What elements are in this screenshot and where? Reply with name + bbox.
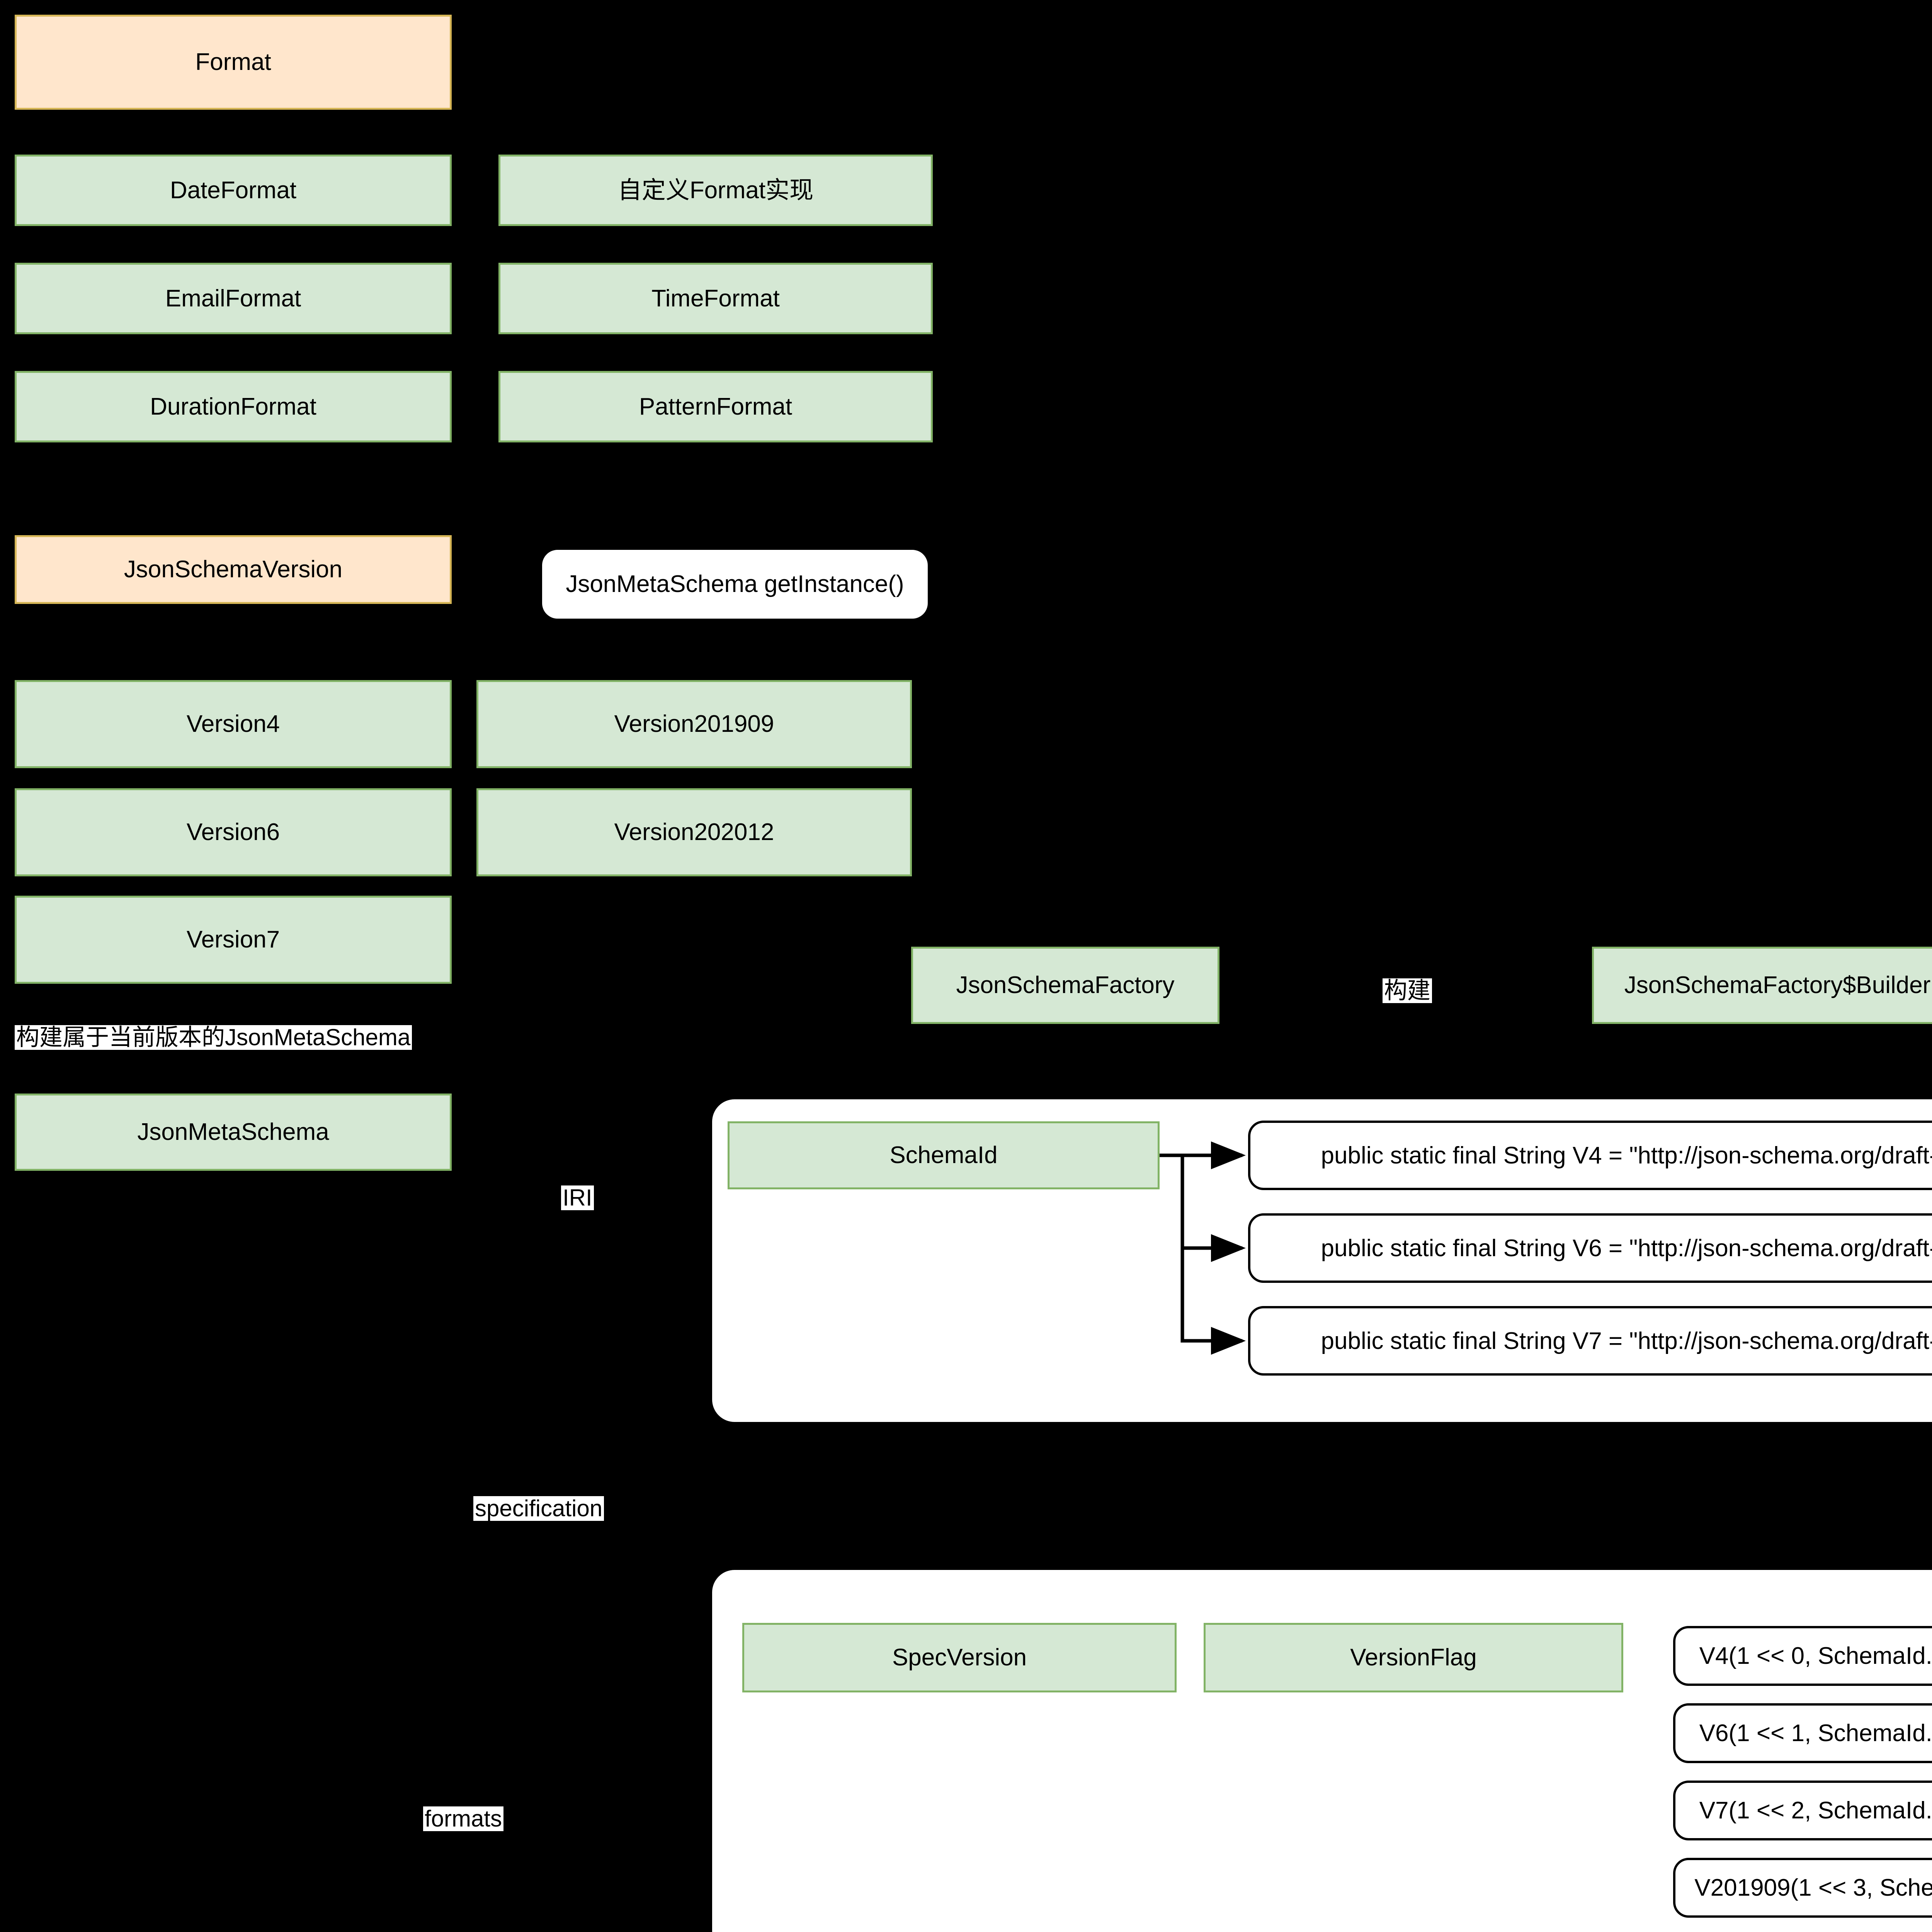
node-spec-version-label: SpecVersion <box>892 1644 1027 1671</box>
node-json-schema-factory-builder-label: JsonSchemaFactory$Builder <box>1624 972 1931 999</box>
enum-constant-v6-label: V6(1 << 1, SchemaId.V6) <box>1699 1720 1932 1747</box>
node-email-format[interactable]: EmailFormat <box>15 263 452 334</box>
enum-constant-v4[interactable]: V4(1 << 0, SchemaId.V4) <box>1673 1626 1932 1686</box>
label-build-metaschema: 构建属于当前版本的JsonMetaSchema <box>15 1025 412 1050</box>
node-json-schema-factory-label: JsonSchemaFactory <box>956 972 1175 999</box>
node-version-flag-label: VersionFlag <box>1350 1644 1477 1671</box>
node-pattern-format-label: PatternFormat <box>639 393 793 420</box>
enum-constant-v201909-label: V201909(1 << 3, SchemaId.V201909) <box>1694 1874 1932 1901</box>
enum-constant-v7[interactable]: V7(1 << 2, SchemaId.V7) <box>1673 1781 1932 1840</box>
node-json-schema-version[interactable]: JsonSchemaVersion <box>15 535 452 604</box>
constant-v7-label: public static final String V7 = "http://… <box>1321 1327 1932 1354</box>
constant-v4-label: public static final String V4 = "http://… <box>1321 1142 1932 1169</box>
node-spec-version[interactable]: SpecVersion <box>742 1623 1177 1692</box>
node-time-format[interactable]: TimeFormat <box>498 263 933 334</box>
enum-constant-v7-label: V7(1 << 2, SchemaId.V7) <box>1699 1797 1932 1824</box>
node-version7-label: Version7 <box>186 926 280 953</box>
node-version202012[interactable]: Version202012 <box>476 788 912 876</box>
node-json-schema-factory[interactable]: JsonSchemaFactory <box>911 947 1219 1024</box>
node-version201909-label: Version201909 <box>614 711 774 738</box>
node-email-format-label: EmailFormat <box>165 285 301 312</box>
node-date-format[interactable]: DateFormat <box>15 155 452 226</box>
node-version-flag[interactable]: VersionFlag <box>1204 1623 1623 1692</box>
node-version6[interactable]: Version6 <box>15 788 452 876</box>
node-time-format-label: TimeFormat <box>651 285 780 312</box>
node-version7[interactable]: Version7 <box>15 896 452 984</box>
node-json-meta-schema-label: JsonMetaSchema <box>137 1119 329 1146</box>
enum-constant-v201909[interactable]: V201909(1 << 3, SchemaId.V201909) <box>1673 1858 1932 1918</box>
label-iri: IRI <box>561 1185 594 1210</box>
node-get-instance-method[interactable]: JsonMetaSchema getInstance() <box>542 550 928 619</box>
constant-v7[interactable]: public static final String V7 = "http://… <box>1248 1306 1932 1376</box>
node-schema-id-label: SchemaId <box>889 1142 998 1169</box>
node-duration-format[interactable]: DurationFormat <box>15 371 452 442</box>
constant-v6[interactable]: public static final String V6 = "http://… <box>1248 1213 1932 1283</box>
node-json-meta-schema[interactable]: JsonMetaSchema <box>15 1094 452 1171</box>
node-version201909[interactable]: Version201909 <box>476 680 912 768</box>
node-custom-format-impl-label: 自定义Format实现 <box>617 177 814 204</box>
node-version6-label: Version6 <box>186 819 280 846</box>
node-version4-label: Version4 <box>186 711 280 738</box>
node-format[interactable]: Format <box>15 15 452 110</box>
node-format-label: Format <box>195 49 271 76</box>
label-build-relation: 构建 <box>1383 978 1432 1003</box>
node-date-format-label: DateFormat <box>170 177 297 204</box>
node-pattern-format[interactable]: PatternFormat <box>498 371 933 442</box>
node-schema-id[interactable]: SchemaId <box>728 1121 1160 1189</box>
enum-constant-v4-label: V4(1 << 0, SchemaId.V4) <box>1699 1643 1932 1669</box>
label-formats: formats <box>423 1806 504 1831</box>
node-get-instance-method-label: JsonMetaSchema getInstance() <box>566 571 904 598</box>
node-custom-format-impl[interactable]: 自定义Format实现 <box>498 155 933 226</box>
constant-v4[interactable]: public static final String V4 = "http://… <box>1248 1121 1932 1190</box>
node-json-schema-version-label: JsonSchemaVersion <box>124 556 343 583</box>
label-specification: specification <box>473 1496 604 1521</box>
node-version202012-label: Version202012 <box>614 819 774 846</box>
constant-v6-label: public static final String V6 = "http://… <box>1321 1235 1932 1262</box>
enum-constant-v6[interactable]: V6(1 << 1, SchemaId.V6) <box>1673 1703 1932 1763</box>
node-json-schema-factory-builder[interactable]: JsonSchemaFactory$Builder <box>1592 947 1932 1024</box>
node-duration-format-label: DurationFormat <box>150 393 316 420</box>
node-version4[interactable]: Version4 <box>15 680 452 768</box>
